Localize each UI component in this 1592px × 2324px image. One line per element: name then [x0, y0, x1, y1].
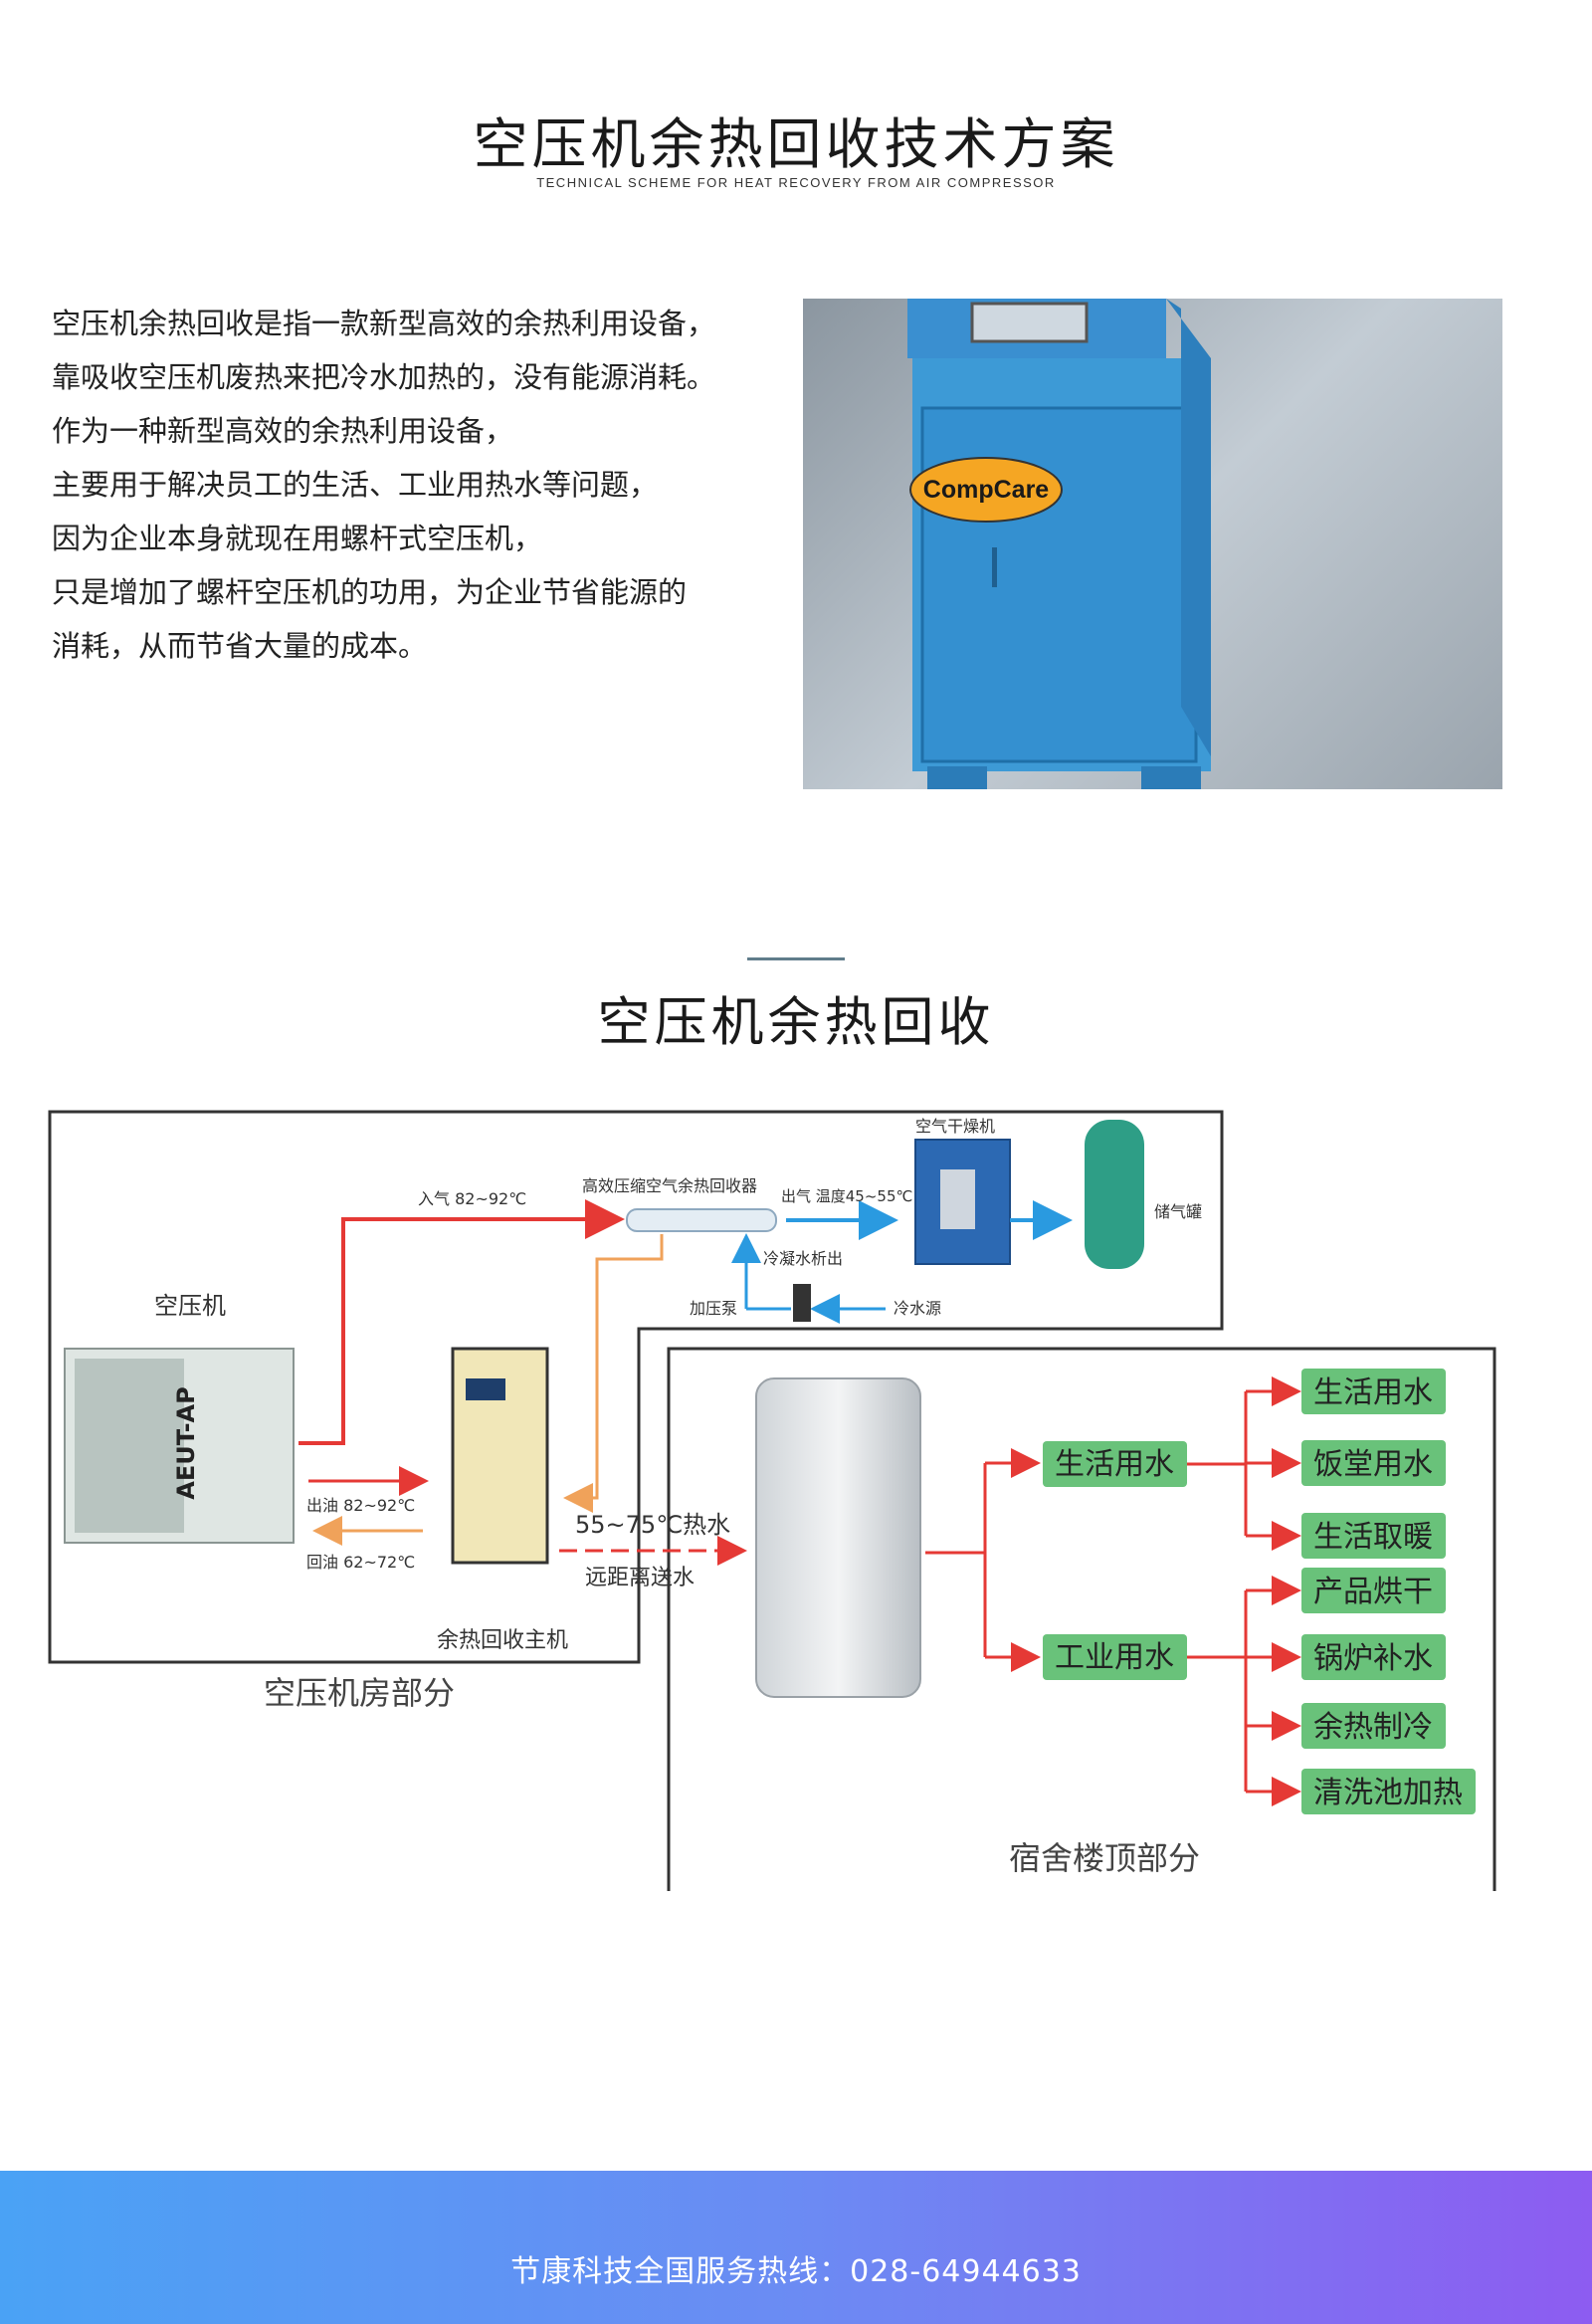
intro-text: 空压机余热回收是指一款新型高效的余热利用设备， 靠吸收空压机废热来把冷水加热的，… — [52, 297, 768, 673]
pump-icon — [793, 1284, 811, 1322]
air-in-line — [298, 1199, 625, 1445]
domestic-water-box — [1043, 1441, 1187, 1487]
control-screen — [970, 302, 1089, 343]
hot-water-tank — [755, 1377, 921, 1698]
use-box — [1301, 1440, 1446, 1486]
compressor-label: 空压机 — [154, 1292, 226, 1320]
use-box — [1301, 1703, 1446, 1749]
brand-logo — [909, 457, 1063, 523]
use-box — [1301, 1513, 1446, 1559]
oil-out-label: 出油 82~92℃ — [306, 1496, 415, 1515]
recuperator — [626, 1208, 777, 1232]
air-in-label: 入气 82~92℃ — [418, 1189, 526, 1208]
section-title: 空压机余热回收 — [597, 992, 995, 1053]
domestic-water-label: 生活用水 — [1055, 1447, 1174, 1482]
footer-bar — [0, 2171, 1592, 2324]
use-label: 饭堂用水 — [1313, 1447, 1433, 1482]
use-label: 生活用水 — [1313, 1375, 1433, 1410]
brand-logo-text: CompCare — [923, 476, 1050, 504]
hot-water-label: 55~75℃热水 — [575, 1511, 730, 1539]
pump-label: 加压泵 — [690, 1299, 737, 1318]
use-label: 清洗池加热 — [1313, 1776, 1463, 1810]
use-box — [1301, 1634, 1446, 1680]
use-box — [1301, 1568, 1446, 1613]
use-label: 生活取暖 — [1313, 1520, 1433, 1555]
intro-line: 因为企业本身就现在用螺杆式空压机， — [52, 522, 543, 555]
hotline-text: 节康科技全国服务热线：028-64944633 — [510, 2254, 1082, 2289]
industrial-water-label: 工业用水 — [1055, 1640, 1174, 1675]
tank-label: 储气罐 — [1154, 1202, 1202, 1221]
host-label: 余热回收主机 — [437, 1628, 568, 1653]
recuperator-label: 高效压缩空气余热回收器 — [582, 1176, 757, 1195]
roof-part-label: 宿舍楼顶部分 — [1009, 1839, 1200, 1877]
intro-line: 主要用于解决员工的生活、工业用热水等问题， — [52, 468, 659, 502]
industrial-water-box — [1043, 1634, 1187, 1680]
intro-line: 作为一种新型高效的余热利用设备， — [52, 414, 514, 448]
intro-line: 只是增加了螺杆空压机的功用，为企业节省能源的 — [52, 575, 688, 609]
door-handle — [992, 547, 997, 587]
compressor-brand: AEUT-AP — [172, 1386, 200, 1499]
section-divider — [747, 957, 845, 960]
dryer-label: 空气干燥机 — [915, 1117, 995, 1136]
use-label: 余热制冷 — [1313, 1710, 1433, 1745]
heat-recovery-diagram: 空压机 AEUT-AP 余热回收主机 入气 82~92℃ 高效压缩空气余热回收器… — [48, 1110, 1496, 1891]
use-box — [1301, 1769, 1476, 1814]
long-distance-label: 远距离送水 — [585, 1566, 695, 1590]
heat-recovery-unit-illustration: CompCare — [907, 299, 1211, 789]
room-part-label: 空压机房部分 — [264, 1674, 455, 1712]
hot-air-return-line — [563, 1234, 664, 1513]
intro-line: 空压机余热回收是指一款新型高效的余热利用设备， — [52, 307, 716, 340]
page-title: 空压机余热回收技术方案 — [473, 112, 1119, 176]
page-subtitle: TECHNICAL SCHEME FOR HEAT RECOVERY FROM … — [536, 175, 1056, 190]
cold-source-label: 冷水源 — [894, 1299, 941, 1318]
air-out-label: 出气 温度45~55℃ — [781, 1187, 912, 1205]
intro-line: 消耗，从而节省大量的成本。 — [52, 629, 428, 663]
roof-frame — [667, 1347, 1496, 1891]
use-label: 锅炉补水 — [1313, 1641, 1433, 1676]
condensate-label: 冷凝水析出 — [763, 1249, 843, 1268]
room-frame — [48, 1110, 1224, 1664]
intro-line: 靠吸收空压机废热来把冷水加热的，没有能源消耗。 — [52, 360, 716, 394]
product-image: CompCare — [803, 299, 1502, 789]
use-box — [1301, 1369, 1446, 1414]
oil-return-label: 回油 62~72℃ — [306, 1553, 415, 1572]
storage-tank — [1085, 1120, 1144, 1269]
use-label: 产品烘干 — [1313, 1575, 1433, 1609]
